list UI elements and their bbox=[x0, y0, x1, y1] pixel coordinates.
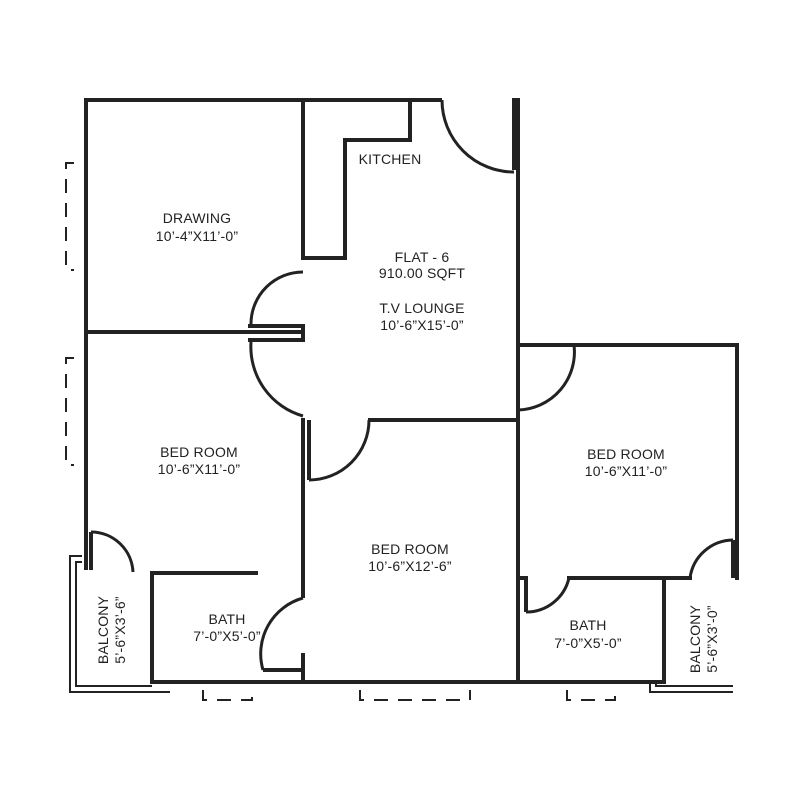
bath-left-door-swing bbox=[259, 596, 304, 671]
doors bbox=[89, 98, 735, 672]
windows bbox=[65, 162, 616, 701]
bed-left-label: BED ROOM bbox=[160, 444, 238, 460]
bed-left-door-swing bbox=[249, 341, 304, 418]
bed-center-window bbox=[359, 690, 471, 701]
bath-left-size: 7’-0”X5’-0” bbox=[193, 628, 261, 644]
drawing-door-swing bbox=[249, 270, 304, 325]
bath-right-window bbox=[566, 690, 616, 701]
balconies bbox=[69, 555, 733, 693]
balcony-right-door-swing bbox=[688, 538, 734, 579]
flat-area: 910.00 SQFT bbox=[379, 265, 465, 281]
room-labels: KITCHEN DRAWING 10’-4”X11’-0” FLAT - 6 9… bbox=[95, 151, 720, 673]
bed-right-door-swing bbox=[517, 344, 576, 412]
entrance-door-swing bbox=[440, 99, 515, 174]
bed-left-window bbox=[65, 357, 74, 466]
bed-right-label: BED ROOM bbox=[587, 446, 665, 462]
balcony-right-text: BALCONY 5’-6”X3’-0” bbox=[687, 604, 720, 673]
balcony-right-size: 5’-6”X3’-0” bbox=[704, 605, 720, 673]
tv-lounge-label: T.V LOUNGE bbox=[379, 300, 464, 316]
balcony-right-rail-outer bbox=[649, 682, 733, 693]
drawing-window bbox=[65, 162, 74, 271]
balcony-left-door-swing bbox=[90, 530, 135, 573]
bed-right-size: 10’-6”X11’-0” bbox=[585, 463, 668, 479]
flat-title: FLAT - 6 bbox=[395, 249, 450, 265]
balcony-left-rail-outer bbox=[69, 555, 170, 693]
exterior-walls bbox=[84, 98, 739, 684]
drawing-size: 10’-4”X11’-0” bbox=[156, 228, 239, 244]
balcony-right-label: BALCONY bbox=[687, 604, 703, 673]
drawing-label: DRAWING bbox=[163, 210, 232, 226]
bath-right-size: 7’-0”X5’-0” bbox=[554, 635, 622, 651]
bed-left-size: 10’-6”X11’-0” bbox=[158, 461, 241, 477]
balcony-left-size: 5’-6”X3’-6” bbox=[112, 596, 128, 664]
bed-center-door-swing bbox=[308, 419, 371, 482]
bed-center-label: BED ROOM bbox=[371, 541, 449, 557]
balcony-left-text: BALCONY 5’-6”X3’-6” bbox=[95, 595, 128, 664]
bed-center-size: 10’-6”X12’-6” bbox=[368, 558, 452, 574]
kitchen-label: KITCHEN bbox=[359, 151, 422, 167]
bath-right-door-swing bbox=[525, 577, 571, 614]
bath-left-window bbox=[202, 690, 253, 701]
balcony-left-label: BALCONY bbox=[95, 595, 111, 664]
balcony-left-rail-inner bbox=[75, 561, 152, 687]
bath-right-label: BATH bbox=[569, 617, 606, 633]
tv-lounge-size: 10’-6”X15’-0” bbox=[380, 317, 464, 333]
interior-walls bbox=[84, 98, 692, 684]
bath-left-label: BATH bbox=[208, 611, 245, 627]
balcony-right-rail-inner bbox=[655, 682, 733, 687]
